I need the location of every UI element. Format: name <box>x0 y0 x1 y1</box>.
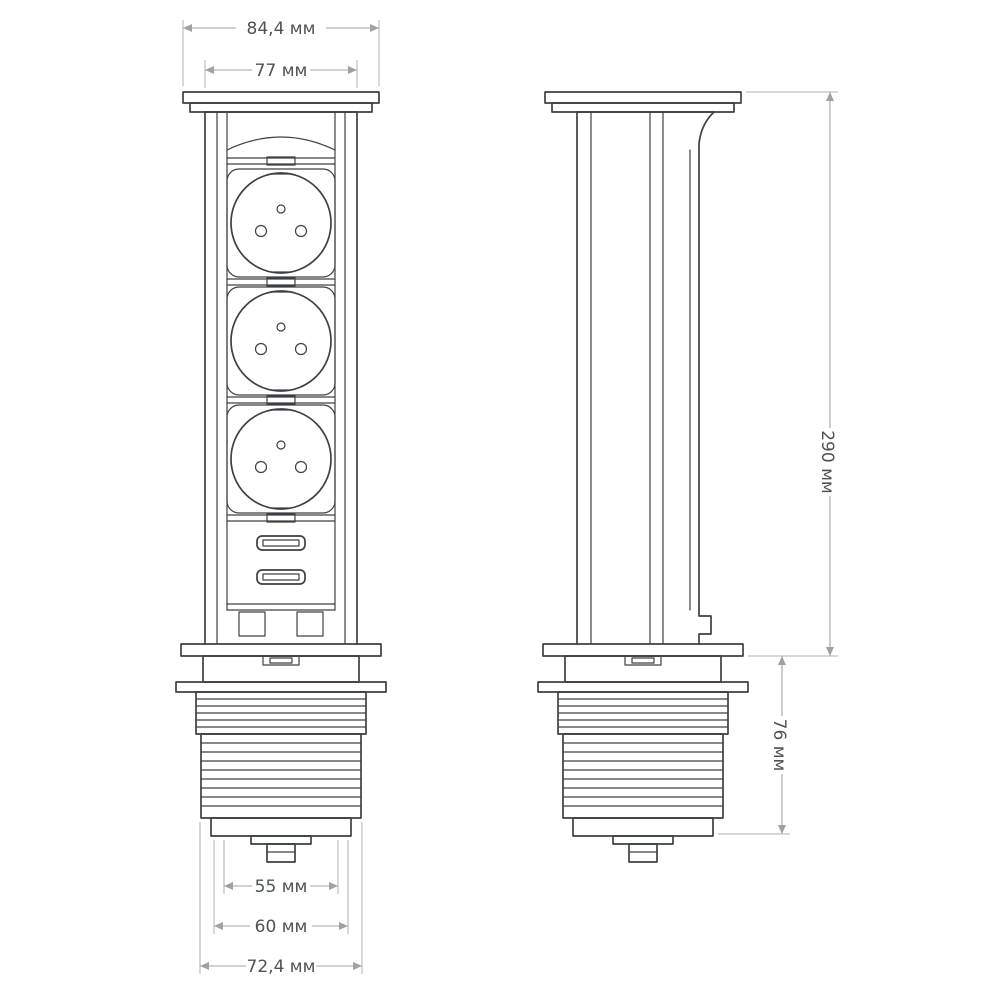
socket-outlet-2 <box>226 286 336 396</box>
side-view <box>537 91 749 863</box>
dim-label-top-inner-width: 77 мм <box>255 61 308 81</box>
dim-top-inner-width: 77 мм <box>204 60 358 88</box>
dim-label-bottom-inner-width: 55 мм <box>255 877 308 897</box>
dim-label-bottom-outer-width: 72,4 мм <box>247 957 316 977</box>
socket-outlet-3 <box>226 404 336 514</box>
dim-top-outer-width: 84,4 мм <box>182 19 380 86</box>
socket-module-frames <box>226 156 336 523</box>
dim-label-bottom-middle-width: 60 мм <box>255 917 308 937</box>
top-cap-front <box>182 91 380 113</box>
dim-label-below-surface-height: 76 мм <box>769 719 789 772</box>
socket-outlet-1 <box>226 168 336 278</box>
front-column-rails <box>204 111 358 645</box>
usb-port-1 <box>256 535 306 551</box>
usb-port-2 <box>256 569 306 585</box>
dim-below-surface-height: 76 мм <box>718 656 790 835</box>
dim-label-top-outer-width: 84,4 мм <box>247 19 316 39</box>
front-view <box>175 91 387 863</box>
side-column <box>576 111 715 645</box>
dim-label-overall-height: 290 мм <box>817 430 837 494</box>
dim-bottom-middle-width: 60 мм <box>213 840 349 937</box>
top-cap-side <box>544 91 742 113</box>
mounting-base-side <box>537 643 749 863</box>
dim-overall-height: 290 мм <box>746 91 838 657</box>
usb-module <box>226 535 336 637</box>
dim-bottom-inner-width: 55 мм <box>223 840 339 897</box>
dim-bottom-outer-width: 72,4 мм <box>199 822 363 977</box>
mounting-base-front <box>175 643 387 863</box>
dimensions: 84,4 мм 77 мм 290 мм 76 мм <box>182 19 838 977</box>
